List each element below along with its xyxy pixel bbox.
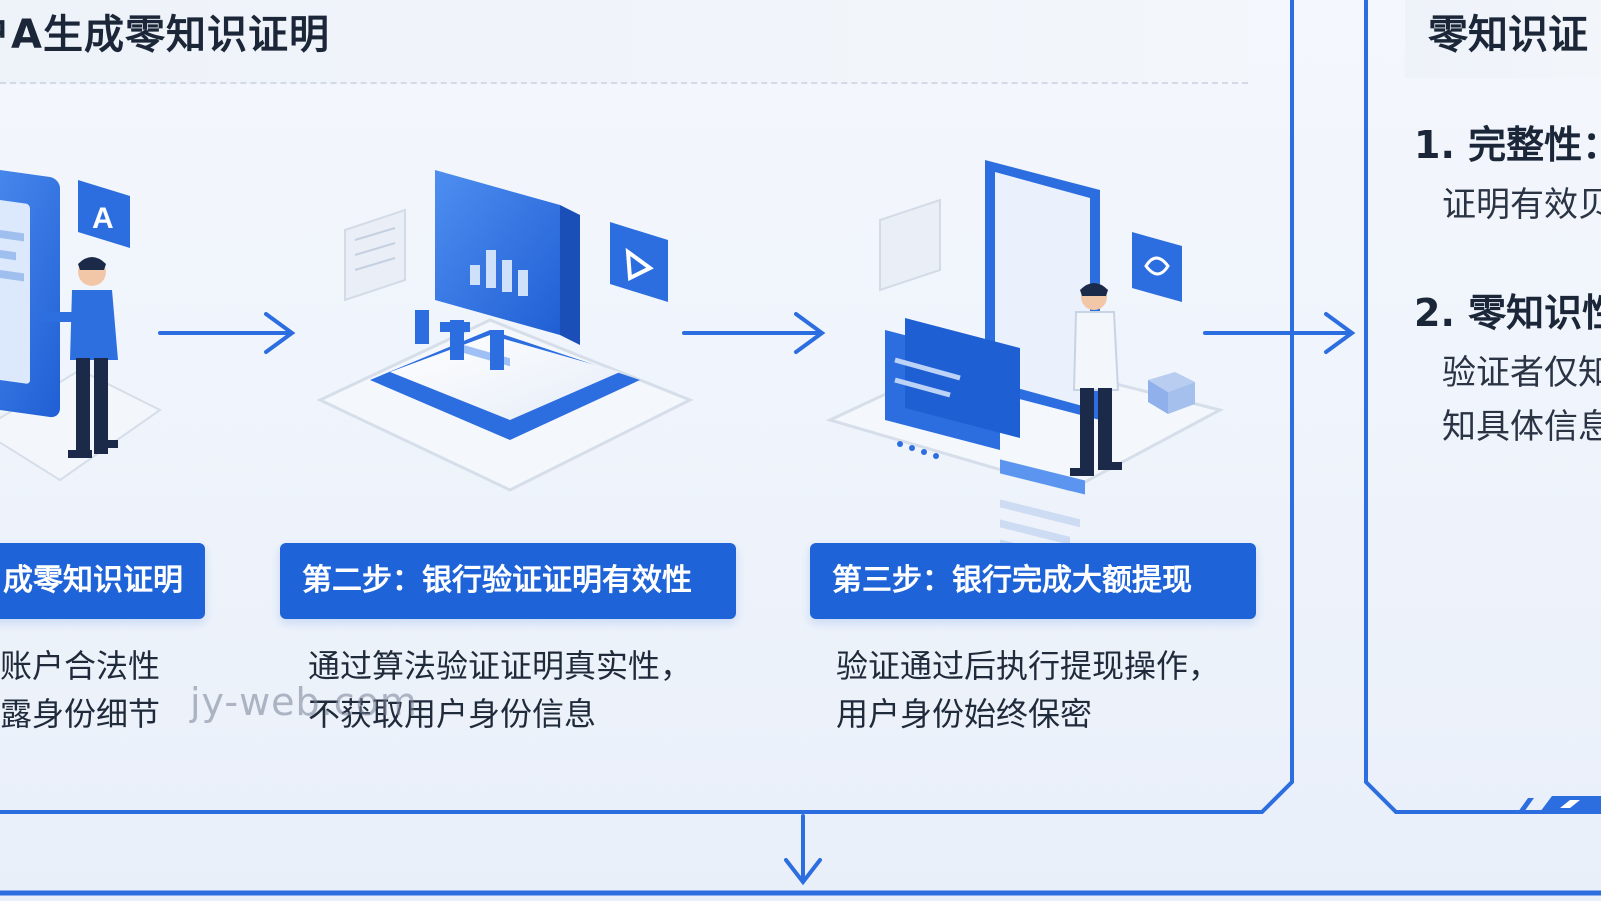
side-title: 零知识证 [1428,2,1588,60]
step1-desc-line2: 露身份细节 [0,690,160,738]
step3-description: 验证通过后执行提现操作， 用户身份始终保密 [836,642,1220,738]
property1-description: 证明有效贝 [1442,178,1601,232]
step1-label: 成零知识证明 [0,543,205,619]
property2-description: 验证者仅知 知具体信息 [1442,346,1601,454]
property1-desc-line1: 证明有效贝 [1442,178,1601,232]
side-panel-corner-stripes [1518,796,1601,812]
property2-desc-line2: 知具体信息 [1442,400,1601,454]
step3-desc-line1: 验证通过后执行提现操作， [836,642,1220,690]
svg-text:A: A [92,202,114,235]
arrow-right-2 [684,314,822,352]
property1-title: 1. 完整性： [1414,114,1601,169]
step2-illustration [320,170,690,490]
arrow-right-3 [1205,314,1352,352]
property2-title: 2. 零知识性 [1414,282,1601,337]
watermark: jy-web.com [190,680,418,724]
arrow-down [786,816,820,882]
shield-icon [1132,232,1182,302]
letter-a-icon: A [78,180,130,248]
property2-desc-line1: 验证者仅知 [1442,346,1601,400]
step3-illustration [830,160,1220,582]
arrow-right-1 [160,314,292,352]
step3-desc-line2: 用户身份始终保密 [836,690,1220,738]
document-icon [345,210,405,300]
step3-label: 第三步：银行完成大额提现 [810,543,1256,619]
step1-desc-line1: 账户合法性 [0,642,160,690]
document-icon-2 [880,200,940,290]
play-icon [610,222,668,302]
step1-description: 账户合法性 露身份细节 [0,642,160,738]
step1-illustration: A [0,166,160,480]
main-title: 户A生成零知识证明 [0,2,330,60]
step2-label: 第二步：银行验证证明有效性 [280,543,736,619]
